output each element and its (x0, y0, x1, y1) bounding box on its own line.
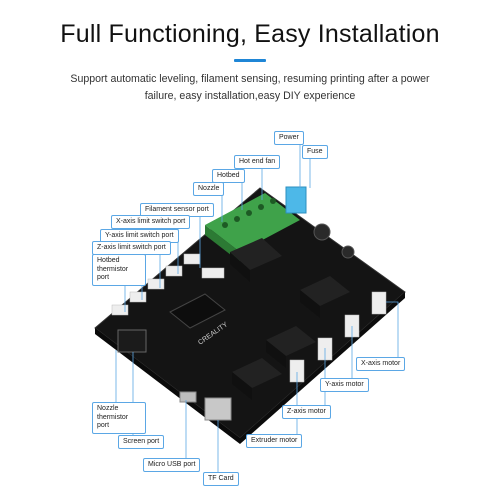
label-tf-card: TF Card (203, 472, 239, 486)
label-x-axis-motor: X-axis motor (356, 357, 406, 371)
label-fuse: Fuse (302, 145, 328, 159)
label-nozzle: Nozzle (193, 182, 225, 196)
usb-port (179, 391, 197, 403)
pcb-board (94, 187, 406, 444)
label-hotbed: Hotbed (212, 169, 245, 183)
screen-port-connector (117, 329, 147, 353)
heatsinks (230, 238, 350, 400)
label-screen-port: Screen port (118, 435, 165, 449)
label-hotbed-thermistor-port: Hotbed thermistor port (92, 254, 146, 286)
fuse-component (285, 186, 307, 214)
label-hot-end-fan: Hot end fan (234, 155, 281, 169)
label-extruder-motor: Extruder motor (246, 434, 303, 448)
label-z-axis-limit-switch-port: Z-axis limit switch port (92, 241, 171, 255)
page-title: Full Functioning, Easy Installation (60, 20, 440, 48)
title-underline (234, 59, 266, 62)
page-subtitle: Support automatic leveling, filament sen… (70, 73, 430, 102)
label-x-axis-limit-switch-port: X-axis limit switch port (111, 215, 191, 229)
tf-card-slot (204, 397, 232, 421)
label-power: Power (274, 131, 304, 145)
label-micro-usb-port: Micro USB port (143, 458, 201, 472)
label-y-axis-motor: Y-axis motor (320, 378, 369, 392)
label-z-axis-motor: Z-axis motor (282, 405, 331, 419)
left-connectors (111, 253, 225, 316)
mcu-chip (169, 293, 226, 329)
label-nozzle-thermistor-port: Nozzle thermistor port (92, 402, 146, 434)
